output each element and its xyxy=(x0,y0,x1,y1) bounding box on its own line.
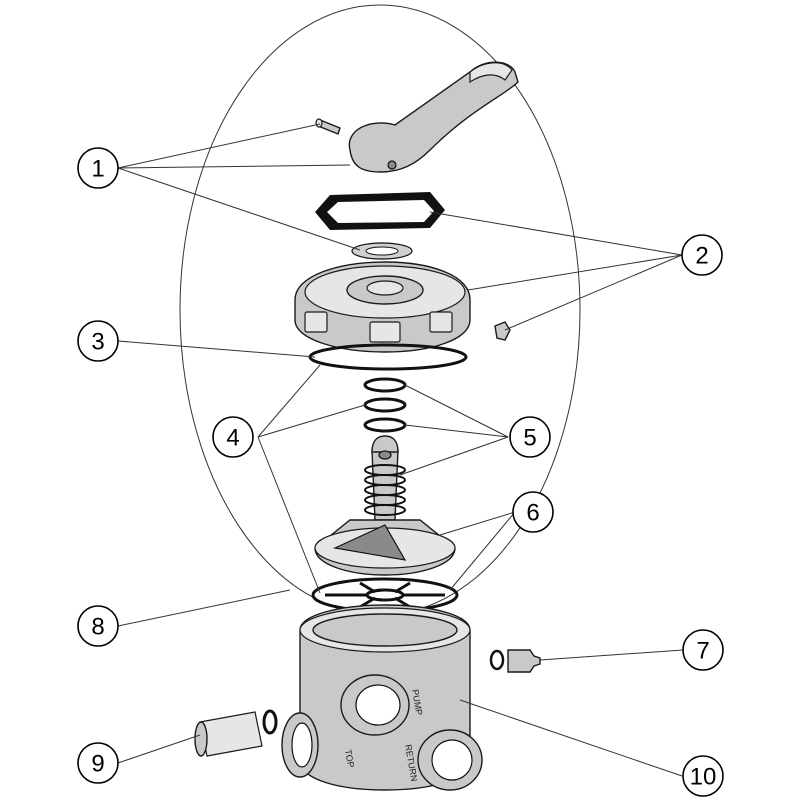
callout-6-label: 6 xyxy=(526,500,539,527)
callout-9: 9 xyxy=(77,742,119,784)
callout-2-label: 2 xyxy=(695,243,708,270)
screw xyxy=(494,321,511,341)
hose-adapter xyxy=(194,709,278,757)
o-ring-lower xyxy=(363,417,407,433)
spider-gasket xyxy=(311,577,459,613)
callout-1-label: 1 xyxy=(91,156,104,183)
callout-4-label: 4 xyxy=(226,425,239,452)
top-label: TOP xyxy=(343,749,356,769)
callout-8-label: 8 xyxy=(91,614,104,641)
rotor xyxy=(314,519,456,576)
o-ring-middle xyxy=(363,397,407,413)
callout-3: 3 xyxy=(77,320,119,362)
callout-5-label: 5 xyxy=(523,425,536,452)
callout-2: 2 xyxy=(681,234,723,276)
pin xyxy=(315,118,341,135)
callout-8: 8 xyxy=(77,605,119,647)
cover-gasket xyxy=(315,192,445,230)
o-ring-upper xyxy=(363,377,407,393)
callout-1: 1 xyxy=(77,147,119,189)
callout-3-label: 3 xyxy=(91,329,104,356)
pump-label: PUMP xyxy=(410,689,424,716)
valve-cover xyxy=(294,261,471,353)
callout-7: 7 xyxy=(682,629,724,671)
callout-5: 5 xyxy=(509,416,551,458)
callout-4: 4 xyxy=(212,416,254,458)
callout-10-label: 10 xyxy=(690,764,717,791)
handle xyxy=(348,61,519,173)
callout-9-label: 9 xyxy=(91,751,104,778)
valve-body: PUMP RETURN TOP xyxy=(281,604,483,791)
callout-6: 6 xyxy=(512,491,554,533)
callout-10: 10 xyxy=(682,755,724,797)
drain-fitting xyxy=(489,649,541,673)
callout-7-label: 7 xyxy=(696,638,709,665)
valve-stem xyxy=(364,435,406,521)
leader-lines xyxy=(117,123,684,777)
